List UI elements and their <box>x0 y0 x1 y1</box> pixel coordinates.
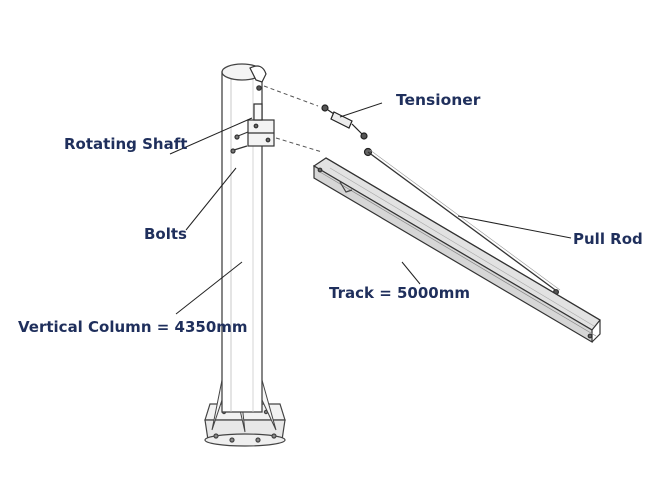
leader-pull-rod <box>457 215 572 239</box>
assembly-dashed-lines <box>263 85 323 153</box>
leader-lines <box>169 102 572 315</box>
rotating-shaft-bracket <box>247 103 275 147</box>
leader-vertical-column <box>175 261 243 315</box>
leader-tensioner <box>339 102 383 118</box>
pull-rod <box>367 149 561 296</box>
top-hook <box>249 65 267 91</box>
leader-track <box>401 261 421 285</box>
tensioner-label: Tensioner <box>396 91 481 109</box>
leader-rotating-shaft <box>169 117 253 155</box>
track-label: Track = 5000mm <box>329 284 470 302</box>
leader-bolts <box>185 167 237 231</box>
vertical-column-label: Vertical Column = 4350mm <box>18 318 248 336</box>
tensioner-assembly <box>321 104 373 157</box>
bolts-label: Bolts <box>144 225 187 243</box>
rotating-shaft-label: Rotating Shaft <box>64 135 188 153</box>
bolts <box>230 131 249 154</box>
track <box>312 157 601 344</box>
pull-rod-label: Pull Rod <box>573 230 643 248</box>
